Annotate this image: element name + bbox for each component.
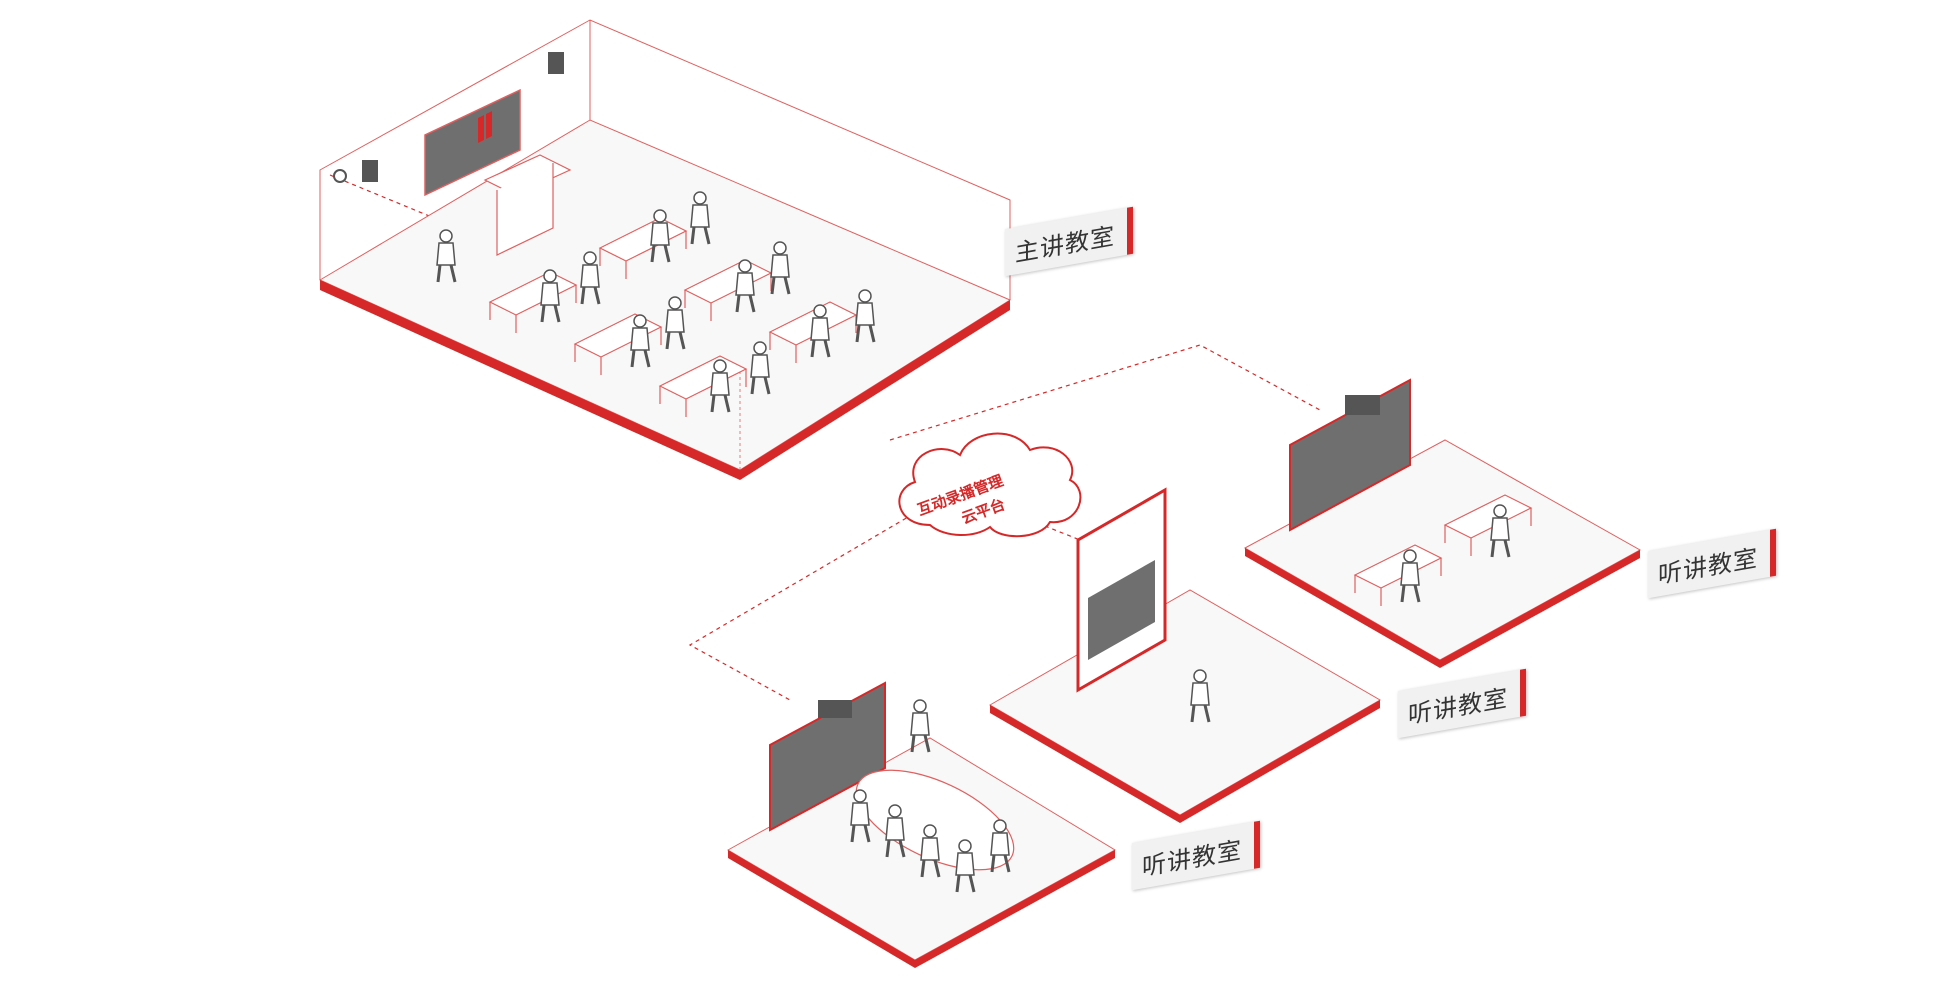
speaker-icon (548, 52, 564, 74)
link-right-room (889, 344, 1321, 441)
right-classroom (1243, 378, 1642, 668)
middle-classroom (988, 487, 1382, 823)
main-classroom (318, 19, 1012, 480)
link-main-camera (329, 174, 561, 271)
link-left-room (688, 509, 921, 701)
camera-icon (333, 169, 347, 183)
left-classroom (726, 681, 1116, 968)
conference-table (855, 769, 1015, 871)
cloud-platform: 互动录播管理 云平台 (898, 432, 1082, 538)
main-board (424, 88, 521, 197)
speaker-icon-2 (362, 160, 378, 182)
